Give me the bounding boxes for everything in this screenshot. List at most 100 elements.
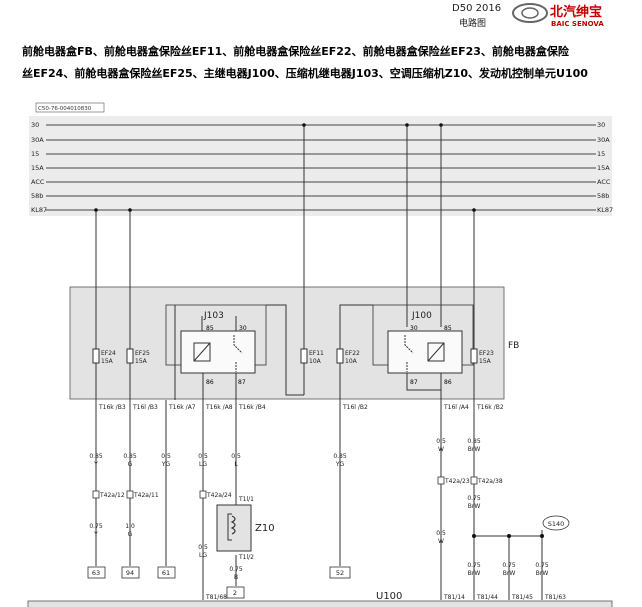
fuse-ef24: EF24	[101, 350, 116, 357]
ecu-pin-t81-45: T81/45	[511, 594, 533, 601]
subtitle-label: 电路图	[459, 19, 487, 29]
rail-left-58b: 58b	[31, 192, 43, 200]
fb-pin-6: T16l /B2	[342, 404, 368, 411]
relay-j100-pin30: 30	[410, 325, 418, 332]
rail-right-30: 30	[597, 121, 605, 129]
wire-top-1-size: 0.85	[89, 453, 103, 460]
fb-pin-3: T16k /A7	[168, 404, 196, 411]
rail-right-acc: ACC	[597, 178, 611, 186]
fuse-ef25-rating: 15A	[135, 358, 148, 365]
splice-s140-label: S140	[548, 520, 565, 528]
relay-j103-pin85: 85	[206, 325, 214, 332]
relay-j100-label: J100	[411, 311, 432, 321]
fuse-ef22: EF22	[345, 350, 360, 357]
fb-pin-5: T16k /B4	[238, 404, 266, 411]
ref-94: 94	[126, 569, 134, 577]
wire-bottom-1-color: BrW	[468, 570, 481, 577]
wire-mid-3-color: LG	[199, 552, 207, 559]
connector-t42a-23: T42a/23	[444, 478, 470, 485]
ecu-pin-t81-44: T81/44	[476, 594, 498, 601]
ref-52: 52	[336, 569, 344, 577]
connector-t42a-24: T42a/24	[206, 492, 232, 499]
connector-t42a-12: T42a/12	[99, 492, 125, 499]
u100-label: U100	[376, 591, 402, 602]
rail-right-58b: 58b	[597, 192, 609, 200]
rail-right-15: 15	[597, 150, 605, 158]
relay-j100	[372, 304, 474, 374]
rail-left-30: 30	[31, 121, 39, 129]
brand-logo: 北汽绅宝 BAIC SENOVA	[512, 3, 604, 28]
wire-bottom-3-size: 0.75	[535, 562, 549, 569]
fb-pin-4: T16k /A8	[205, 404, 233, 411]
brand-en: BAIC SENOVA	[551, 20, 604, 28]
fb-pin-2: T16l /B3	[132, 404, 158, 411]
wire-top-3-color: YG	[161, 461, 171, 468]
rail-left-15a: 15A	[31, 164, 44, 172]
z10-label: Z10	[255, 523, 275, 534]
connector-t42a-11: T42a/11	[133, 492, 159, 499]
ecu-u100	[27, 600, 613, 607]
wire-mid-3-size: 0.5	[198, 544, 208, 551]
fb-pin-7: T16l /A4	[443, 404, 469, 411]
wire-mid-5-color: BrW	[468, 503, 481, 510]
wire-top-4-size: 0.5	[198, 453, 208, 460]
ref-61: 61	[162, 569, 170, 577]
wire-mid-1-color: Y	[93, 531, 98, 538]
fuse-ef23: EF23	[479, 350, 494, 357]
ecu-pin-t81-63: T81/63	[544, 594, 566, 601]
wire-top-5-color: L	[234, 461, 238, 468]
fuse-ef24-rating: 15A	[101, 358, 114, 365]
wire-top-1-color: Y	[93, 461, 98, 468]
page-title-line1: 前舱电器盒FB、前舱电器盒保险丝EF11、前舱电器盒保险丝EF22、前舱电器盒保…	[22, 45, 569, 58]
wire-bottom-3-color: BrW	[536, 570, 549, 577]
fb-pin-1: T16k /B3	[98, 404, 126, 411]
splice-s140	[542, 515, 570, 531]
page-title-line2: 丝EF24、前舱电器盒保险丝EF25、主继电器J100、压缩机继电器J103、空…	[22, 67, 588, 80]
z10-wire-color: B	[234, 574, 238, 581]
brand-cn: 北汽绅宝	[550, 4, 602, 20]
wire-bottom-1-size: 0.75	[467, 562, 481, 569]
ref-63: 63	[92, 569, 100, 577]
fuse-ef11-rating: 10A	[309, 358, 322, 365]
wire-mid-2-size: 1.0	[125, 523, 135, 530]
wire-mid-2-color: G	[128, 531, 133, 538]
wire-mid-5-size: 0.75	[467, 495, 481, 502]
z10-wire-size: 0.75	[229, 566, 243, 573]
relay-j103-pin87: 87	[238, 379, 246, 386]
rail-right-15a: 15A	[597, 164, 610, 172]
wire-bottom-2-color: BrW	[503, 570, 516, 577]
fb-label: FB	[508, 341, 519, 351]
wire-top-5-size: 0.5	[231, 453, 241, 460]
wire-top-3-size: 0.5	[161, 453, 171, 460]
rail-right-30a: 30A	[597, 136, 610, 144]
fuse-ef25: EF25	[135, 350, 150, 357]
relay-j103-label: J103	[203, 311, 224, 321]
relay-j100-pin85: 85	[444, 325, 452, 332]
rail-left-acc: ACC	[31, 178, 45, 186]
connector-t42a-38: T42a/38	[477, 478, 503, 485]
fb-pin-8: T16k /B2	[476, 404, 504, 411]
wire-top-2-size: 0.85	[123, 453, 137, 460]
ecu-pin-t81-14: T81/14	[443, 594, 465, 601]
relay-j100-pin87: 87	[410, 379, 418, 386]
relay-j100-pin86: 86	[444, 379, 452, 386]
relay-j103-pin86: 86	[206, 379, 214, 386]
ecu-pin-t81-68: T81/68	[205, 594, 227, 601]
fuse-ef11: EF11	[309, 350, 324, 357]
rail-left-kl87: KL87	[31, 206, 47, 214]
model-label: D50 2016	[452, 3, 502, 14]
fuse-ef22-rating: 10A	[345, 358, 358, 365]
ref-2: 2	[233, 589, 237, 597]
baic-logo-icon	[512, 3, 548, 23]
wire-top-7-color: W	[438, 446, 444, 453]
wire-top-8-color: BrW	[468, 446, 481, 453]
wire-mid-4-color: W	[438, 538, 444, 545]
z10-pin-bottom: T1l/2	[238, 554, 254, 561]
diagram-code: C50-76-004010830	[38, 106, 92, 112]
relay-j103-pin30: 30	[239, 325, 247, 332]
wire-top-6-size: 0.85	[333, 453, 347, 460]
wire-top-8-size: 0.85	[467, 438, 481, 445]
rail-left-30a: 30A	[31, 136, 44, 144]
relay-j103	[165, 304, 267, 374]
